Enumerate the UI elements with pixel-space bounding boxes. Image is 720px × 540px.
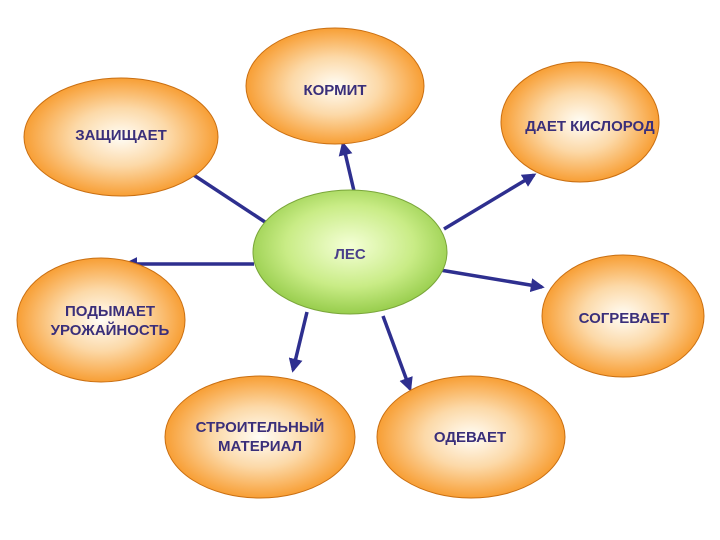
node-daet-kislorod-ellipse — [500, 61, 660, 183]
arrow-to-daet-kislorod — [443, 173, 537, 231]
node-sogrevaet-ellipse — [541, 254, 705, 378]
node-kormit-ellipse — [245, 27, 425, 145]
arrow-to-sogrevaet — [439, 268, 545, 293]
center-node-center-ellipse — [252, 189, 448, 315]
node-stroitelnyi-material-ellipse — [164, 375, 356, 499]
arrows-group — [123, 141, 545, 392]
nodes-group — [16, 27, 705, 499]
node-zashchishchaet-ellipse — [23, 77, 219, 197]
node-odevaet-ellipse — [376, 375, 566, 499]
arrow-to-odevaet — [381, 315, 413, 392]
arrow-to-stroitelnyi-material — [288, 311, 309, 373]
arrow-to-zashchishchaet — [180, 166, 266, 224]
arrow-to-kormit — [338, 141, 356, 192]
node-podymaet-urozhainost-ellipse — [16, 257, 186, 383]
